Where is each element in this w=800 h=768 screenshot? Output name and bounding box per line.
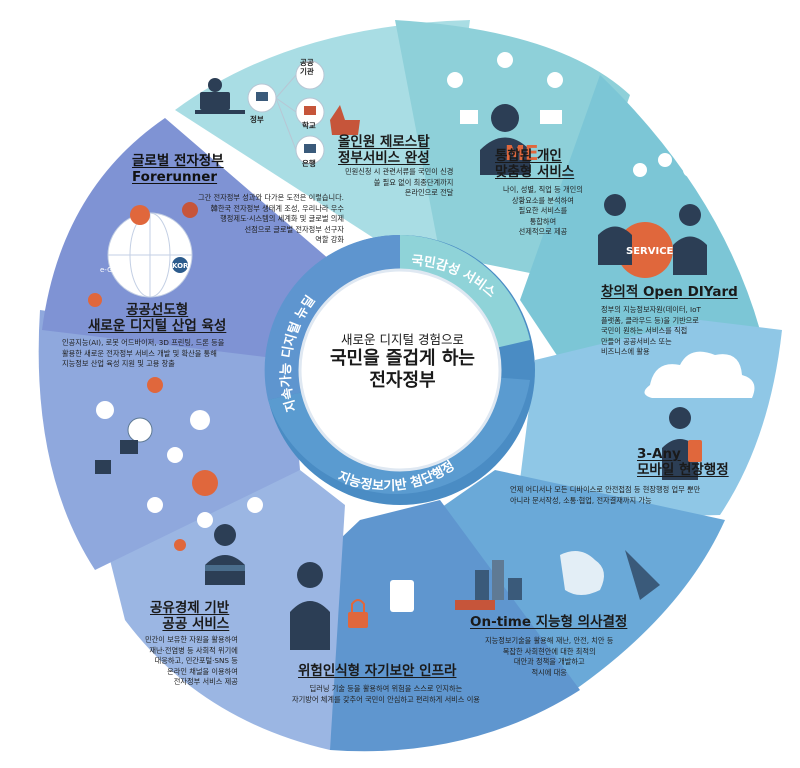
segment-title-line: 정부서비스 완성 [338, 150, 430, 166]
gov-network-illustration [195, 60, 360, 165]
node-label-public: 공공 기관 [300, 58, 314, 76]
segment-title-line: 새로운 디지털 산업 육성 [88, 318, 227, 334]
segment-desc-line: 비즈니스에 활용 [601, 347, 650, 356]
segment-desc-line: 언제 어디서나 모든 디바이스로 안전접점 등 현장행정 업무 뿐만 [510, 485, 701, 494]
segment-title-decision: On-time 지능형 의사결정 [470, 614, 627, 630]
segment-title-line: 통합된 개인 [495, 148, 562, 164]
segment-desc-line: 전자정부 서비스 제공 [173, 677, 238, 686]
segment-desc-line: 복잡한 사회현안에 대한 최적의 [502, 646, 596, 656]
segment-title-line: 모바일 현장행정 [637, 462, 729, 478]
segment-desc-line: 재난·전염병 등 사회적 위기에 [149, 645, 238, 655]
node-label-bank: 은행 [302, 159, 316, 168]
center-subtitle: 새로운 디지털 경험으로 [341, 332, 464, 347]
segment-open-diyard [520, 75, 760, 360]
service-badge: SERVICE [626, 246, 674, 257]
segment-desc-line: 민원신청 시 관련서류를 국민이 신경 [345, 167, 454, 176]
segment-title-line: 공공 서비스 [162, 616, 230, 632]
segment-desc-line: 선제적으로 제공 [518, 227, 568, 236]
segment-title-line: 3-Any [637, 446, 681, 462]
segment-desc-line: 역할 강화 [315, 235, 344, 244]
segment-title-line: On-time 지능형 의사결정 [470, 614, 628, 630]
center-circle [300, 270, 500, 470]
segment-desc-line: 인공지능(AI), 로봇 어드바이저, 3D 프린팅, 드론 등을 [62, 338, 225, 347]
segment-title-line: 창의적 Open DIYard [601, 284, 738, 300]
segment-desc-line: 그간 전자정부 성과와 다가온 도전은 이렇습니다. [198, 193, 344, 202]
segment-desc-line: 선점으로 글로벌 전자정부 선구자 [244, 224, 344, 234]
disaster-city-illustration [455, 550, 660, 610]
segment-desc-global: 그간 전자정부 성과와 다가온 도전은 이렇습니다.韓한국 전자정부 생태계 조… [198, 193, 344, 246]
node-label-school: 학교 [302, 121, 316, 130]
segment-title-line: 글로벌 전자정부 [132, 153, 224, 169]
segment-desc-line: 통합하여 [529, 216, 557, 226]
service-illustration [598, 153, 707, 278]
segment-title-line: 올인원 제로스탑 [338, 134, 430, 150]
segment-title-line: 공공선도형 [126, 302, 189, 318]
segment-desc-line: 국민이 원하는 서비스를 직접 [601, 326, 688, 335]
segment-decision [395, 470, 725, 700]
segment-desc-line: 온라인으로 전달 [404, 188, 454, 197]
kor-badge: KOR [172, 262, 189, 270]
segment-desc-line: 상황요소를 분석하여 [512, 195, 574, 205]
segment-desc-line: 온라인 채널을 이용하여 [167, 666, 238, 676]
segment-desc-line: 대안과 정책을 개발하고 [513, 657, 585, 666]
segment-desc-line: 쓸 필요 없이 최종단계까지 [373, 177, 454, 187]
segment-one-stop [175, 20, 470, 255]
segment-desc-line: 딥러닝 기술 등을 활용하여 위험을 스스로 인지하는 [309, 684, 463, 693]
me-illustration [447, 52, 563, 175]
segment-desc-line: 활용한 새로운 전자정부 서비스 개발 및 확산을 통해 [62, 348, 217, 358]
node-label-gov: 정부 [250, 115, 264, 124]
mobile-cloud-illustration [644, 351, 755, 480]
segment-title-line: 맞춤형 서비스 [495, 164, 575, 180]
segment-desc-line: 만들어 공공서비스 또는 [601, 336, 672, 346]
segment-desc-line: 정부의 지능정보자원(데이터, IoT [601, 305, 701, 314]
segment-desc-line: 플랫폼, 클라우드 등)을 기반으로 [601, 315, 699, 325]
segment-desc-line: 韓한국 전자정부 생태계 조성, 우리나라 우수 [210, 203, 344, 213]
center-text: 새로운 디지털 경험으로 국민을 즐겁게 하는 전자정부 [315, 332, 490, 392]
segment-desc-line: 대응하고, 민간포털·SNS 등 [154, 656, 238, 665]
segment-desc-line: 자기방어 체계를 갖추어 국민이 안심하고 편리하게 서비스 이용 [292, 694, 480, 704]
egov-badge: e-Gov [100, 266, 121, 274]
segment-title-line: 공유경제 기반 [150, 600, 230, 616]
industry-illustration [95, 377, 210, 474]
segment-title-line: 위험인식형 자기보안 인프라 [298, 663, 457, 679]
segment-desc-line: 적시에 대응 [531, 667, 567, 677]
segment-desc-line: 행정제도·시스템의 세계화 및 글로벌 의제 [220, 214, 344, 223]
center-title-line2: 전자정부 [369, 370, 436, 391]
security-illustration [290, 562, 414, 650]
segment-title-security: 위험인식형 자기보안 인프라 [298, 663, 456, 679]
segment-desc-line: 필요한 서비스를 [518, 206, 568, 215]
segment-desc-line: 아니라 문서작성, 소통·협업, 전자결재까지 가능 [510, 495, 652, 505]
sharing-illustration [147, 470, 263, 585]
globe-illustration [88, 202, 198, 307]
segment-title-open-diyard: 창의적 Open DIYard [601, 284, 738, 300]
center-title-line1: 국민을 즐겁게 하는 [329, 348, 475, 369]
me-badge: ME [505, 141, 539, 165]
segment-title-line: Forerunner [132, 169, 218, 185]
segment-desc-line: 나이, 성별, 직업 등 개인의 [503, 185, 583, 194]
segment-sharing [100, 470, 345, 750]
segment-desc-line: 민간이 보유한 자원을 활용하여 [145, 635, 238, 644]
segment-desc-line: 지능정보 산업 육성 지원 및 고용 창출 [62, 359, 175, 368]
segment-desc-line: 지능정보기술을 활용해 재난, 안전, 치안 등 [485, 636, 614, 645]
segment-industry [38, 310, 301, 570]
